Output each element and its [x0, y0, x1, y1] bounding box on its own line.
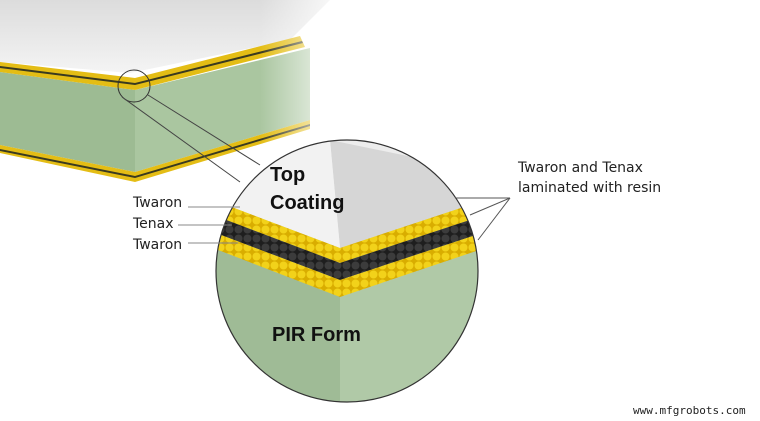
top-coating-label-line2: Coating: [270, 192, 345, 214]
tenax-layer: [216, 210, 478, 280]
magnifier-ring: [215, 139, 479, 403]
left-leader-lines: [178, 206, 240, 244]
zoom-source-circle: [117, 69, 151, 103]
panel-front-face: [0, 72, 135, 172]
watermark: www.mfgrobots.com: [633, 404, 746, 417]
pir-form-label: PIR Form: [272, 324, 361, 346]
top-coating-label-line1: Top: [270, 164, 306, 186]
right-leader-lines: [455, 197, 511, 241]
laminated-label-line1: Twaron and Tenax: [518, 160, 643, 176]
twaron-lower-label: Twaron: [133, 237, 183, 253]
twaron-lower-layer: [216, 227, 478, 297]
tenax-label: Tenax: [133, 216, 174, 232]
twaron-upper-label: Twaron: [133, 195, 183, 211]
twaron-upper-layer: [216, 195, 478, 263]
panel-illustration: [0, 0, 350, 200]
laminated-label-line2: laminated with resin: [518, 180, 662, 196]
